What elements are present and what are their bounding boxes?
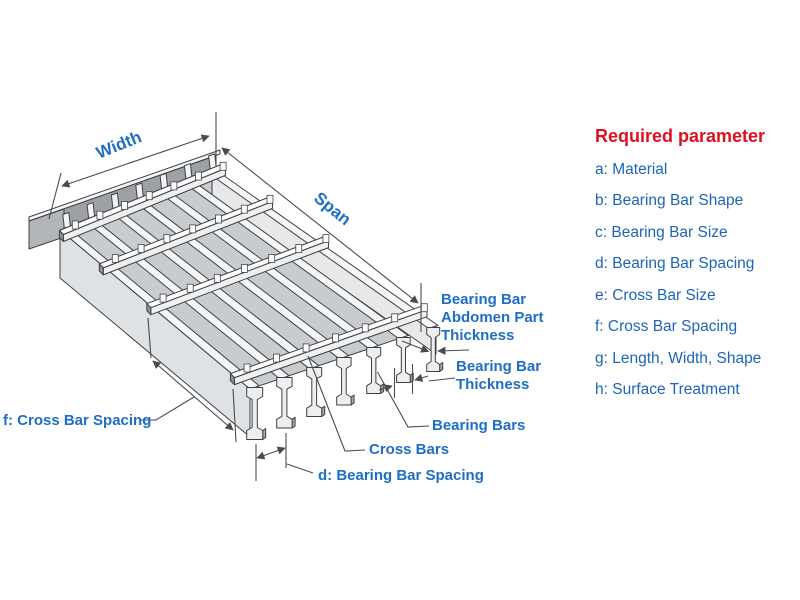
parameter-item-c: c: Bearing Bar Size [595, 223, 728, 241]
bearing-bar-spacing-label: d: Bearing Bar Spacing [318, 467, 484, 484]
cross-bar-spacing-leader [141, 396, 195, 421]
bearing-bars-leader [377, 371, 430, 428]
svg-text:Bearing Bar: Bearing Bar [456, 358, 541, 375]
width-dimension [48, 112, 217, 220]
bearing-bar-spacing-dimension [255, 433, 314, 481]
bearing-bar-thickness-leader [428, 377, 456, 382]
span-dimension [221, 147, 422, 332]
bearing-bar-spacing-leader [286, 463, 314, 474]
abdomen-thickness-label: Bearing Bar Abdomen Part Thickness [441, 291, 544, 344]
i-beam-end [246, 387, 264, 440]
bearing-bar-thickness-label: Bearing Bar Thickness [456, 358, 541, 393]
width-label: Width [94, 127, 145, 162]
i-beam-end [306, 367, 323, 417]
svg-text:Thickness: Thickness [456, 376, 529, 393]
parameter-item-g: g: Length, Width, Shape [595, 349, 762, 367]
parameter-item-e: e: Cross Bar Size [595, 286, 716, 304]
parameter-item-b: b: Bearing Bar Shape [595, 192, 744, 209]
cross-bars-leader [307, 355, 366, 452]
cross-bars-label: Cross Bars [369, 441, 449, 458]
parameter-item-a: a: Material [595, 160, 668, 178]
abdomen-thickness-dimension [401, 340, 470, 355]
parameter-item-f: f: Cross Bar Spacing [595, 318, 738, 335]
svg-text:Abdomen Part: Abdomen Part [441, 309, 544, 326]
parameter-item-h: h: Surface Treatment [595, 381, 740, 398]
required-parameters-title: Required parameter [595, 126, 766, 146]
i-beam-end [366, 347, 382, 394]
svg-text:Bearing Bar: Bearing Bar [441, 291, 526, 308]
parameter-item-d: d: Bearing Bar Spacing [595, 255, 755, 272]
i-beam-end [276, 377, 293, 429]
bearing-bar-thickness-dimension [378, 364, 456, 398]
cross-bar-spacing-label: f: Cross Bar Spacing [3, 412, 151, 429]
cross-bar-spacing-dimension [141, 317, 237, 443]
svg-text:Thickness: Thickness [441, 327, 514, 344]
required-parameters-panel: Required parameter a: Material b: Bearin… [595, 126, 795, 398]
i-beam-end [336, 357, 352, 406]
bearing-bar-ends-group [246, 327, 444, 440]
i-beam-end [426, 327, 441, 372]
bearing-bars-label: Bearing Bars [432, 417, 525, 434]
i-beam-end [396, 337, 411, 383]
